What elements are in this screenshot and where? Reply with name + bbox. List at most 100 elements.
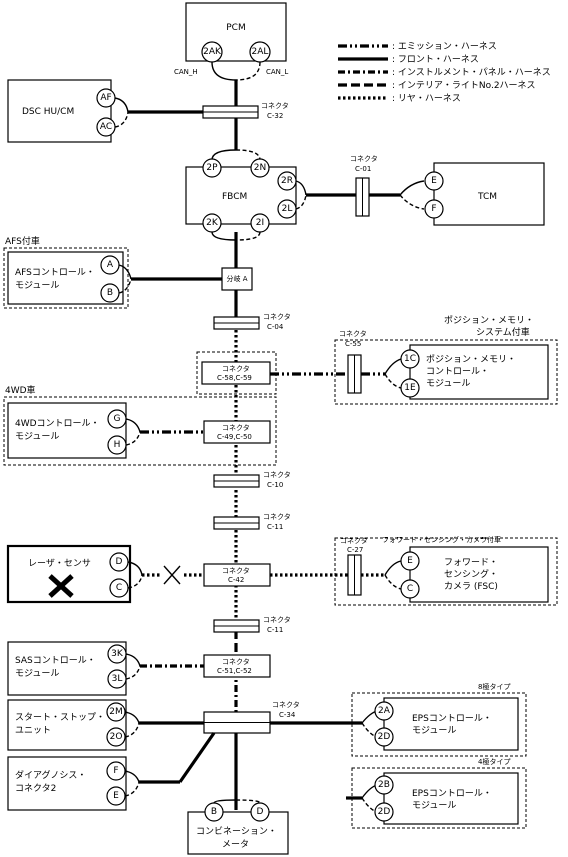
startstop-label-1: スタート・ストップ・ — [15, 712, 105, 723]
awd-pin-h-label: H — [114, 440, 121, 450]
fsc-label-1: フォワード・ — [444, 558, 498, 568]
connector-c-10: コネクタ C-10 — [213, 470, 291, 489]
c58-title: コネクタ — [222, 364, 250, 373]
legend-front: : フロント・ハーネス — [392, 54, 479, 65]
fbcm-label: FBCM — [222, 192, 247, 202]
afs-pin-b-label: B — [107, 288, 113, 298]
pin-2p-label: 2P — [206, 163, 218, 173]
eps-4-pin-option: 4極タイプ 2B 2D EPSコントロール・ モジュール — [346, 757, 527, 829]
start-stop-module: スタート・ストップ・ ユニット 2M 2O — [7, 699, 204, 751]
fsc-label-3: カメラ (FSC) — [444, 581, 498, 592]
c11b-id: C-11 — [267, 626, 283, 634]
diag-label-1: ダイアグノシス・ — [15, 769, 86, 781]
awd-option: 4WD車 4WDコントロール・ モジュール G H コネクタ C-49,C-50 — [3, 384, 277, 466]
eps8-pin-2d-label: 2D — [378, 732, 391, 742]
startstop-label-2: ユニット — [15, 726, 51, 736]
c04-id: C-04 — [267, 323, 284, 331]
legend: : エミッション・ハーネス : フロント・ハーネス : インストルメント・パネル… — [338, 41, 551, 104]
fsc-pin-e-label: E — [407, 556, 413, 566]
afs-pin-a-label: A — [107, 260, 114, 270]
c10-id: C-10 — [267, 481, 283, 489]
combination-meter-module: B D コンビネーション・ メータ — [187, 799, 289, 855]
connector-c-11-lower: コネクタ C-11 — [213, 615, 291, 634]
c42-title: コネクタ — [222, 566, 250, 575]
c49-title: コネクタ — [222, 423, 250, 432]
combination-label-2: メータ — [222, 839, 249, 850]
ss-pin-2o-label: 2O — [110, 732, 123, 742]
c32-title: コネクタ — [261, 101, 289, 110]
c49-id: C-49,C-50 — [217, 433, 252, 441]
diag-pin-f-label: F — [113, 766, 118, 776]
afs-option: AFS付車 AFSコントロール・ モジュール A B — [3, 235, 222, 309]
position-memory-option: コネクタ C-58,C-59 ポジション・メモリ・ システム付車 コネクタ C-… — [196, 315, 558, 405]
fsc-option-label: フォワード・センシング・カメラ付車 — [382, 535, 501, 544]
eps8-label-1: EPSコントロール・ — [412, 714, 492, 724]
junction-label: 分岐 A — [226, 274, 247, 283]
tcm-module: TCM E F — [399, 162, 545, 226]
tcm-pin-e-label: E — [431, 176, 437, 186]
c58-id: C-58,C-59 — [217, 374, 252, 382]
legend-interior: : インテリア・ライトNo.2ハーネス — [392, 80, 536, 91]
sas-pin-3l-label: 3L — [112, 674, 123, 684]
comb-pin-b-label: B — [211, 807, 217, 817]
eps8-option-label: 8極タイプ — [478, 682, 510, 691]
afs-label-2: モジュール — [15, 281, 59, 291]
pin-2i-label: 2I — [256, 218, 264, 228]
position-option-2: システム付車 — [476, 326, 530, 338]
pcm-module: PCM 2AK 2AL CAN_H CAN_L — [174, 2, 288, 81]
legend-rear: : リヤ・ハーネス — [392, 93, 461, 104]
c32-id: C-32 — [267, 112, 283, 120]
position-label-3: モジュール — [426, 379, 470, 389]
eps4-label-2: モジュール — [412, 801, 456, 811]
c27-title: コネクタ — [340, 536, 368, 545]
c27-id: C-27 — [347, 546, 363, 554]
diag-pin-e-label: E — [113, 791, 119, 801]
can-l-label: CAN_L — [266, 68, 288, 76]
laser-cut-icon — [163, 565, 181, 585]
pcm-label: PCM — [226, 23, 245, 33]
sas-module: SASコントロール・ モジュール 3K 3L コネクタ C-51,C-52 — [7, 641, 271, 696]
fsc-label-2: センシング・ — [444, 568, 498, 580]
eps4-pin-2b-label: 2B — [378, 780, 390, 790]
awd-pin-g-label: G — [114, 414, 121, 424]
combination-label-1: コンビネーション・ — [196, 826, 277, 837]
c11a-id: C-11 — [267, 523, 283, 531]
position-label-2: コントロール・ — [426, 367, 489, 377]
eps4-pin-2d-label: 2D — [378, 807, 391, 817]
pin-2k-label: 2K — [206, 218, 219, 228]
c34-title: コネクタ — [272, 700, 300, 709]
c10-title: コネクタ — [263, 470, 291, 479]
connector-c-01: コネクタ C-01 — [350, 154, 378, 217]
pin-ac-label: AC — [100, 122, 112, 132]
ss-pin-2m-label: 2M — [109, 707, 123, 717]
laser-pin-c-label: C — [116, 583, 122, 593]
pin-2r-label: 2R — [281, 176, 293, 186]
connector-c-32: コネクタ C-32 — [202, 101, 289, 120]
c34-id: C-34 — [279, 711, 296, 719]
pos-pin-1c-label: 1C — [404, 354, 416, 364]
connector-c-34: コネクタ C-34 — [203, 700, 300, 734]
eps4-label-1: EPSコントロール・ — [412, 789, 492, 799]
laser-disconnected-icon — [48, 574, 74, 598]
c01-title: コネクタ — [350, 154, 378, 163]
c01-id: C-01 — [355, 165, 371, 173]
afs-label-1: AFSコントロール・ — [15, 268, 95, 278]
sas-label-2: モジュール — [15, 669, 59, 679]
pin-2al-label: 2AL — [252, 47, 269, 57]
pos-pin-1e-label: 1E — [404, 383, 416, 393]
position-label-1: ポジション・メモリ・ — [426, 354, 516, 365]
awd-label-1: 4WDコントロール・ — [15, 419, 100, 429]
legend-emission: : エミッション・ハーネス — [392, 41, 497, 52]
legend-instrument: : インストルメント・パネル・ハーネス — [392, 67, 551, 78]
c51-id: C-51,C-52 — [217, 667, 252, 675]
laser-sensor-module: レーザ・センサ D C — [6, 544, 204, 604]
fsc-pin-c-label: C — [407, 584, 413, 594]
eps-8-pin-option: 8極タイプ 2A 2D EPSコントロール・ モジュール — [270, 682, 527, 757]
pin-2n-label: 2N — [254, 163, 266, 173]
c55-title: コネクタ — [339, 329, 367, 338]
laser-label: レーザ・センサ — [28, 558, 91, 569]
c42-id: C-42 — [228, 576, 244, 584]
connector-c-42: コネクタ C-42 — [203, 563, 271, 587]
fsc-option: コネクタ C-27 フォワード・センシング・カメラ付車 E C フォワード・ セ… — [270, 535, 558, 606]
